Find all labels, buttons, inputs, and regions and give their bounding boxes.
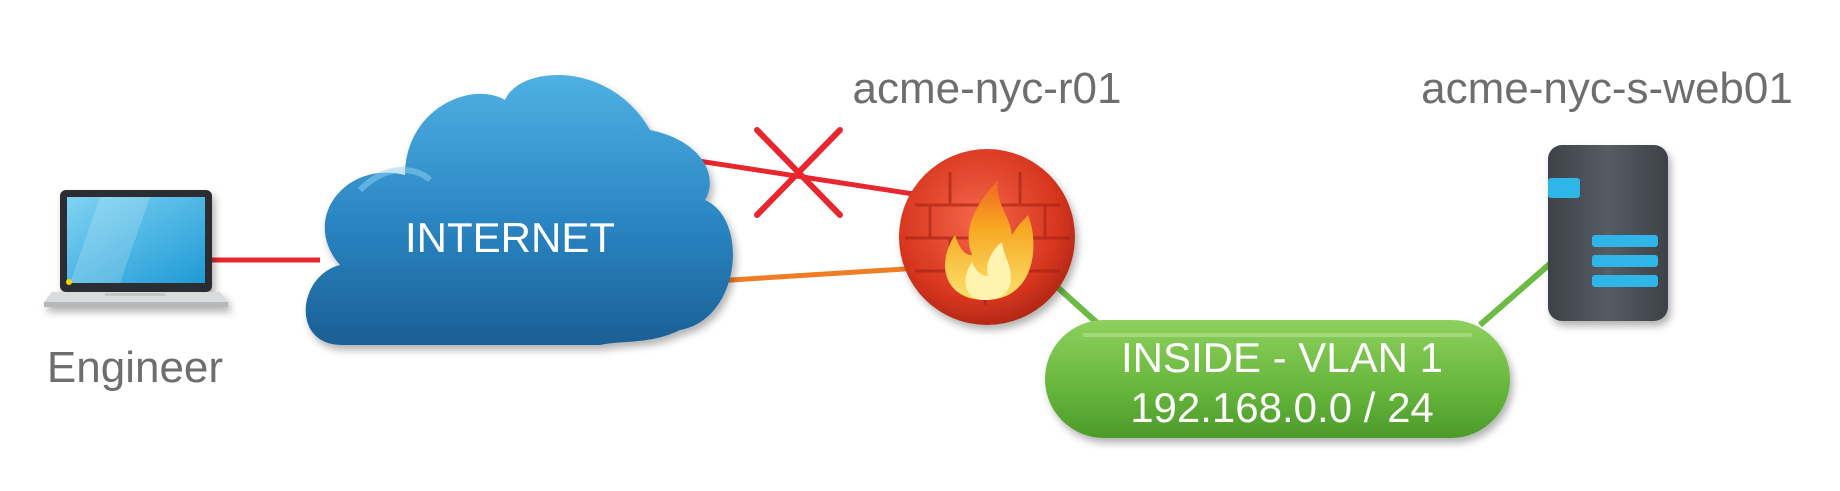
vlan-subnet: 192.168.0.0 / 24 — [1130, 384, 1434, 431]
x-icon — [754, 127, 843, 218]
engineer-label: Engineer — [47, 343, 223, 392]
laptop-icon — [44, 190, 228, 307]
internet-label: INTERNET — [405, 214, 615, 261]
link-internet-router — [699, 265, 921, 285]
server-label: acme-nyc-s-web01 — [1421, 64, 1793, 113]
cloud-icon — [305, 75, 733, 345]
firewall-icon — [899, 149, 1075, 325]
vlan-pill — [1045, 320, 1510, 438]
server-icon — [1548, 145, 1668, 321]
link-vlan-server — [1478, 252, 1562, 328]
vlan-name: INSIDE - VLAN 1 — [1121, 334, 1443, 381]
router-label: acme-nyc-r01 — [853, 64, 1122, 113]
